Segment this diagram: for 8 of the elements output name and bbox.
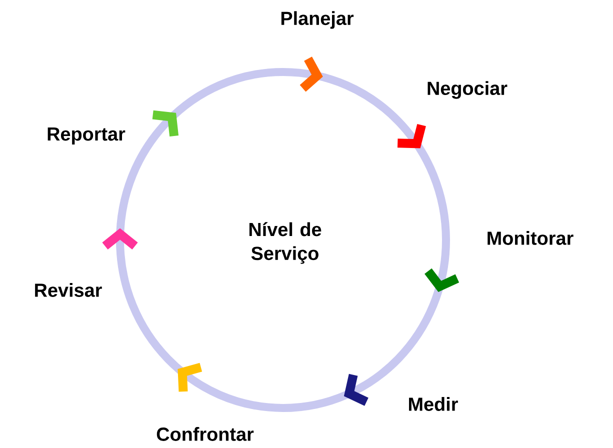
stage-label: Monitorar — [488, 231, 574, 245]
stage-label: Negociar — [428, 81, 508, 99]
stage-label: Confrontar — [156, 427, 254, 441]
stage-label: Medir — [409, 397, 458, 411]
stage-label: Revisar — [35, 283, 102, 297]
stage-label: Planejar — [281, 11, 354, 29]
center-label: Nível de Serviço — [249, 222, 322, 264]
stage-label: Reportar — [48, 128, 126, 144]
